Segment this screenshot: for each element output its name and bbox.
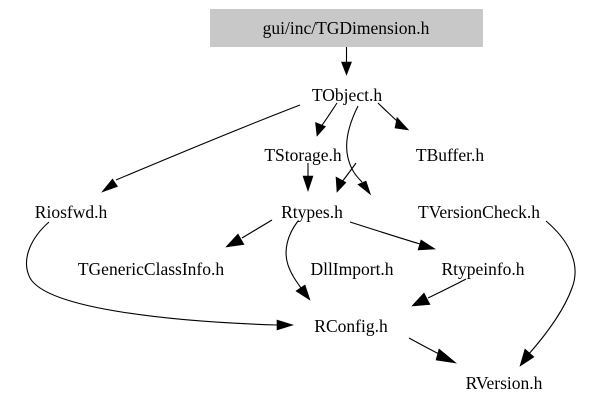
edge-line	[241, 219, 273, 239]
node-label-riosfwd: Riosfwd.h	[35, 202, 108, 222]
node-tstorage[interactable]: TStorage.h	[264, 145, 342, 165]
node-label-tbuffer: TBuffer.h	[416, 145, 484, 165]
arrowhead-icon	[302, 175, 314, 192]
node-tversioncheck[interactable]: TVersionCheck.h	[418, 202, 540, 222]
edge-tbuffer-to-rtypes	[335, 162, 357, 193]
node-rtypes[interactable]: Rtypes.h	[281, 202, 343, 222]
arrowhead-icon	[341, 61, 352, 76]
edge-tobject-to-riosfwd	[101, 104, 301, 193]
edge-line	[319, 102, 338, 129]
edge-rtypes-to-rtypeinfo	[349, 221, 436, 251]
edge-line	[349, 221, 421, 245]
node-tobject[interactable]: TObject.h	[312, 85, 382, 105]
node-riosfwd[interactable]: Riosfwd.h	[35, 202, 108, 222]
node-dllimport[interactable]: DllImport.h	[310, 259, 393, 279]
edge-rtypes-to-tgenericclassinfo	[225, 219, 273, 248]
node-layer: gui/inc/TGDimension.h TObject.h TStorage…	[35, 9, 543, 393]
arrowhead-icon	[435, 348, 458, 364]
edge-rtypes-to-rconfig	[285, 220, 311, 301]
edge-tobject-to-tstorage	[315, 102, 338, 137]
node-rconfig[interactable]: RConfig.h	[314, 316, 388, 336]
edge-line	[408, 337, 442, 356]
node-label-tstorage: TStorage.h	[264, 145, 342, 165]
edge-line	[346, 105, 363, 183]
edge-rconfig-to-rversion	[408, 337, 458, 364]
node-label-tversioncheck: TVersionCheck.h	[418, 202, 540, 222]
node-label-dllimport: DllImport.h	[310, 259, 393, 279]
node-label-rtypes: Rtypes.h	[281, 202, 343, 222]
edge-rtypeinfo-to-rconfig	[411, 278, 467, 307]
arrowhead-icon	[357, 180, 372, 196]
arrowhead-icon	[417, 239, 436, 251]
edge-riosfwd-to-rconfig	[25, 221, 295, 331]
arrowhead-icon	[519, 348, 535, 367]
node-rtypeinfo[interactable]: Rtypeinfo.h	[441, 259, 524, 279]
edge-line	[427, 278, 467, 299]
arrowhead-icon	[335, 176, 347, 193]
edge-line	[340, 162, 357, 184]
node-label-tgdimension: gui/inc/TGDimension.h	[263, 18, 430, 38]
edge-tversioncheck-to-rversion	[519, 220, 576, 367]
edge-line	[115, 104, 301, 181]
node-label-rversion: RVersion.h	[466, 373, 543, 393]
edge-tobject-to-tversioncheck	[346, 105, 372, 196]
edge-line	[527, 220, 576, 356]
node-tbuffer[interactable]: TBuffer.h	[416, 145, 484, 165]
node-tgdimension[interactable]: gui/inc/TGDimension.h	[210, 9, 483, 47]
edge-layer	[25, 47, 576, 367]
edge-line	[25, 221, 278, 326]
arrowhead-icon	[101, 178, 118, 193]
edge-tobject-to-tbuffer	[377, 102, 410, 131]
node-tgenericclassinfo[interactable]: TGenericClassInfo.h	[78, 259, 225, 279]
arrowhead-icon	[276, 319, 295, 331]
edge-tstorage-to-rtypes	[302, 163, 314, 192]
arrowhead-icon	[394, 116, 410, 131]
arrowhead-icon	[411, 292, 431, 307]
node-label-tgenericclassinfo: TGenericClassInfo.h	[78, 259, 225, 279]
edge-tgdimension-to-tobject	[341, 47, 352, 76]
arrowhead-icon	[315, 122, 327, 137]
edge-line	[285, 220, 302, 289]
node-rversion[interactable]: RVersion.h	[466, 373, 543, 393]
arrowhead-icon	[225, 233, 245, 248]
node-highlight-box	[210, 9, 483, 47]
node-label-rtypeinfo: Rtypeinfo.h	[441, 259, 524, 279]
arrowhead-icon	[295, 284, 311, 301]
node-label-tobject: TObject.h	[312, 85, 382, 105]
node-label-rconfig: RConfig.h	[314, 316, 388, 336]
